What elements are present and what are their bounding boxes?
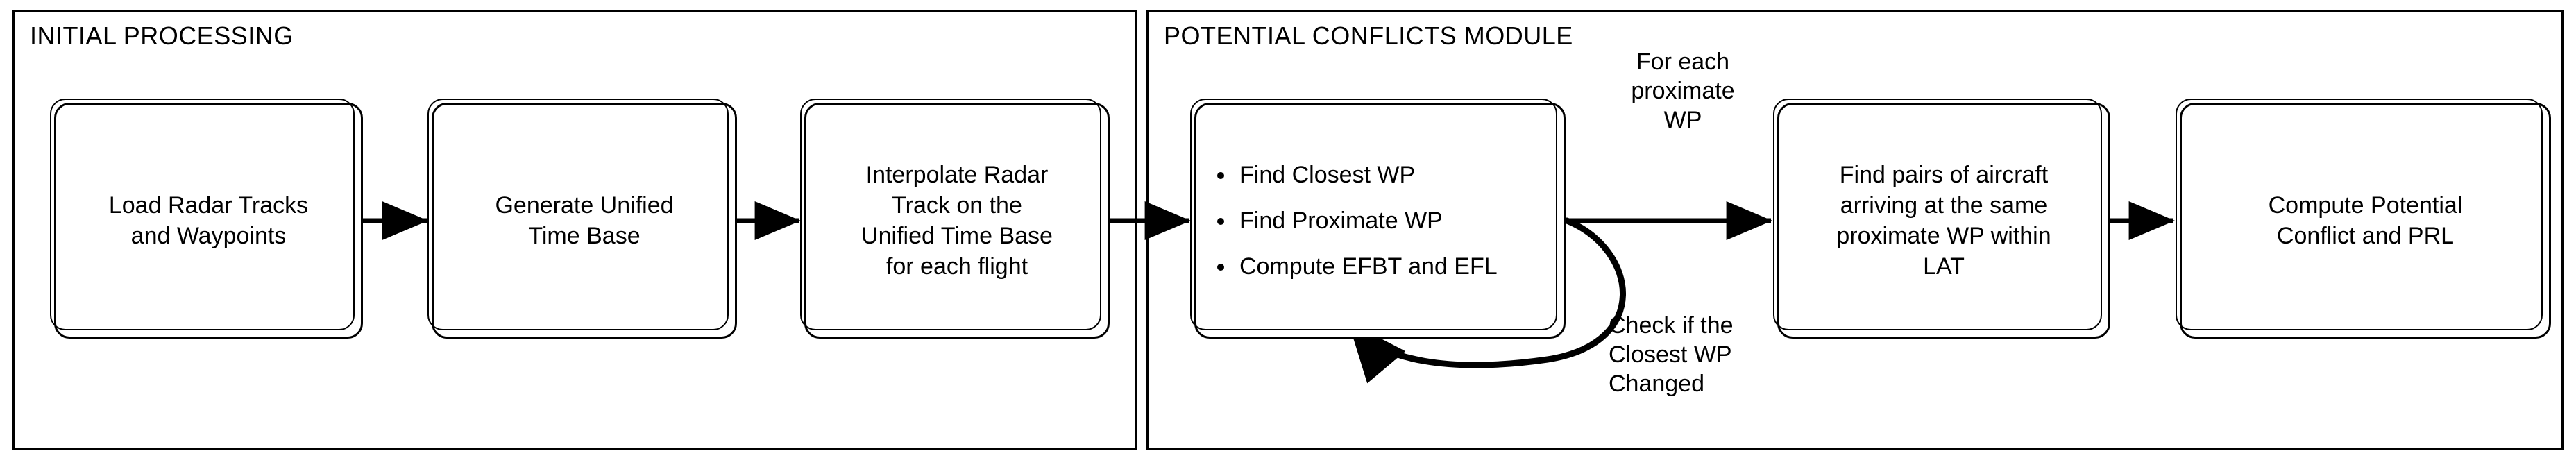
- node-label-interpolate-radar-track: Interpolate Radar Track on the Unified T…: [861, 162, 1053, 280]
- list-item: Compute EFBT and EFL: [1217, 251, 1551, 282]
- node-generate-unified-time-base[interactable]: Generate Unified Time Base: [427, 99, 737, 339]
- list-item: Find Proximate WP: [1217, 205, 1551, 236]
- conflict-steps-bullet-list: Find Closest WP Find Proximate WP Comput…: [1196, 160, 1564, 282]
- node-conflict-steps-list[interactable]: Find Closest WP Find Proximate WP Comput…: [1190, 99, 1566, 339]
- node-load-radar-tracks[interactable]: Load Radar Tracks and Waypoints: [50, 99, 363, 339]
- node-find-pairs-of-aircraft[interactable]: Find pairs of aircraft arriving at the s…: [1773, 99, 2110, 339]
- node-label-generate-unified-time-base: Generate Unified Time Base: [495, 192, 674, 249]
- node-label-find-pairs-of-aircraft: Find pairs of aircraft arriving at the s…: [1836, 162, 2051, 280]
- node-label-load-radar-tracks: Load Radar Tracks and Waypoints: [108, 192, 309, 249]
- list-item: Find Closest WP: [1217, 160, 1551, 190]
- edge-label-for-each-proximate-wp: For each proximate WP: [1631, 49, 1735, 133]
- node-compute-potential-conflict[interactable]: Compute Potential Conflict and PRL: [2176, 99, 2551, 339]
- node-label-compute-potential-conflict: Compute Potential Conflict and PRL: [2268, 192, 2463, 249]
- module-title-initial-processing: INITIAL PROCESSING: [30, 22, 294, 50]
- node-interpolate-radar-track[interactable]: Interpolate Radar Track on the Unified T…: [800, 99, 1110, 339]
- edge-label-check-closest-wp-changed: Check if the Closest WP Changed: [1609, 312, 1734, 397]
- module-title-potential-conflicts: POTENTIAL CONFLICTS MODULE: [1164, 22, 1573, 50]
